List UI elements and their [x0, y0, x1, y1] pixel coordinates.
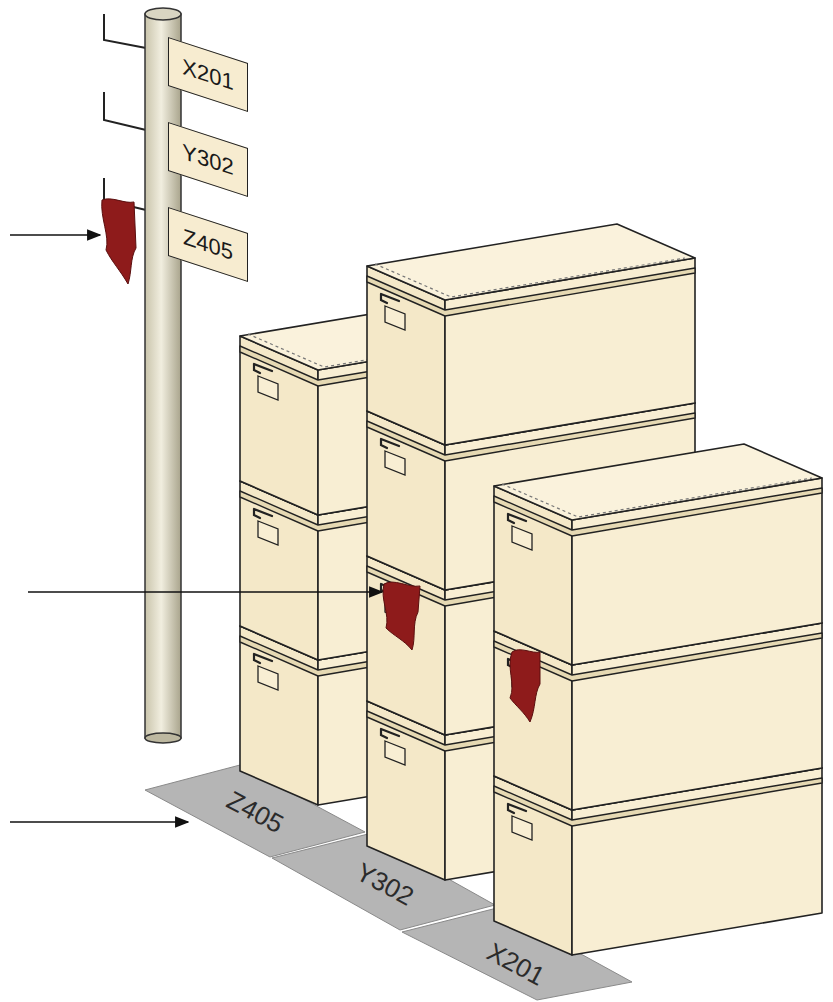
pointer-arrow [10, 234, 100, 236]
floor-code: Z405 [223, 786, 288, 837]
sign-pole [145, 14, 181, 738]
location-sign: X201 [168, 37, 248, 112]
floor-location-label: X201 [470, 922, 562, 1002]
red-flag [102, 199, 136, 284]
sign-code: Y302 [182, 140, 233, 179]
sign-code: X201 [182, 55, 233, 94]
pointer-arrow [10, 821, 188, 823]
storage-box [494, 444, 822, 665]
sign-code: Z405 [183, 225, 233, 263]
pole-top [145, 8, 181, 20]
floor-code: Y302 [352, 858, 418, 909]
pole-base [145, 733, 181, 743]
floor-code: X201 [483, 938, 549, 989]
floor-location-label: Z405 [210, 770, 300, 853]
sign-bracket [104, 14, 146, 48]
location-sign: Z405 [168, 207, 248, 282]
pointer-arrow [28, 591, 382, 593]
storage-box [367, 224, 695, 445]
floor-location-label: Y302 [339, 842, 431, 926]
sign-bracket [104, 92, 146, 130]
red-flag [510, 650, 540, 722]
location-sign: Y302 [168, 122, 248, 197]
red-flag [383, 582, 420, 650]
